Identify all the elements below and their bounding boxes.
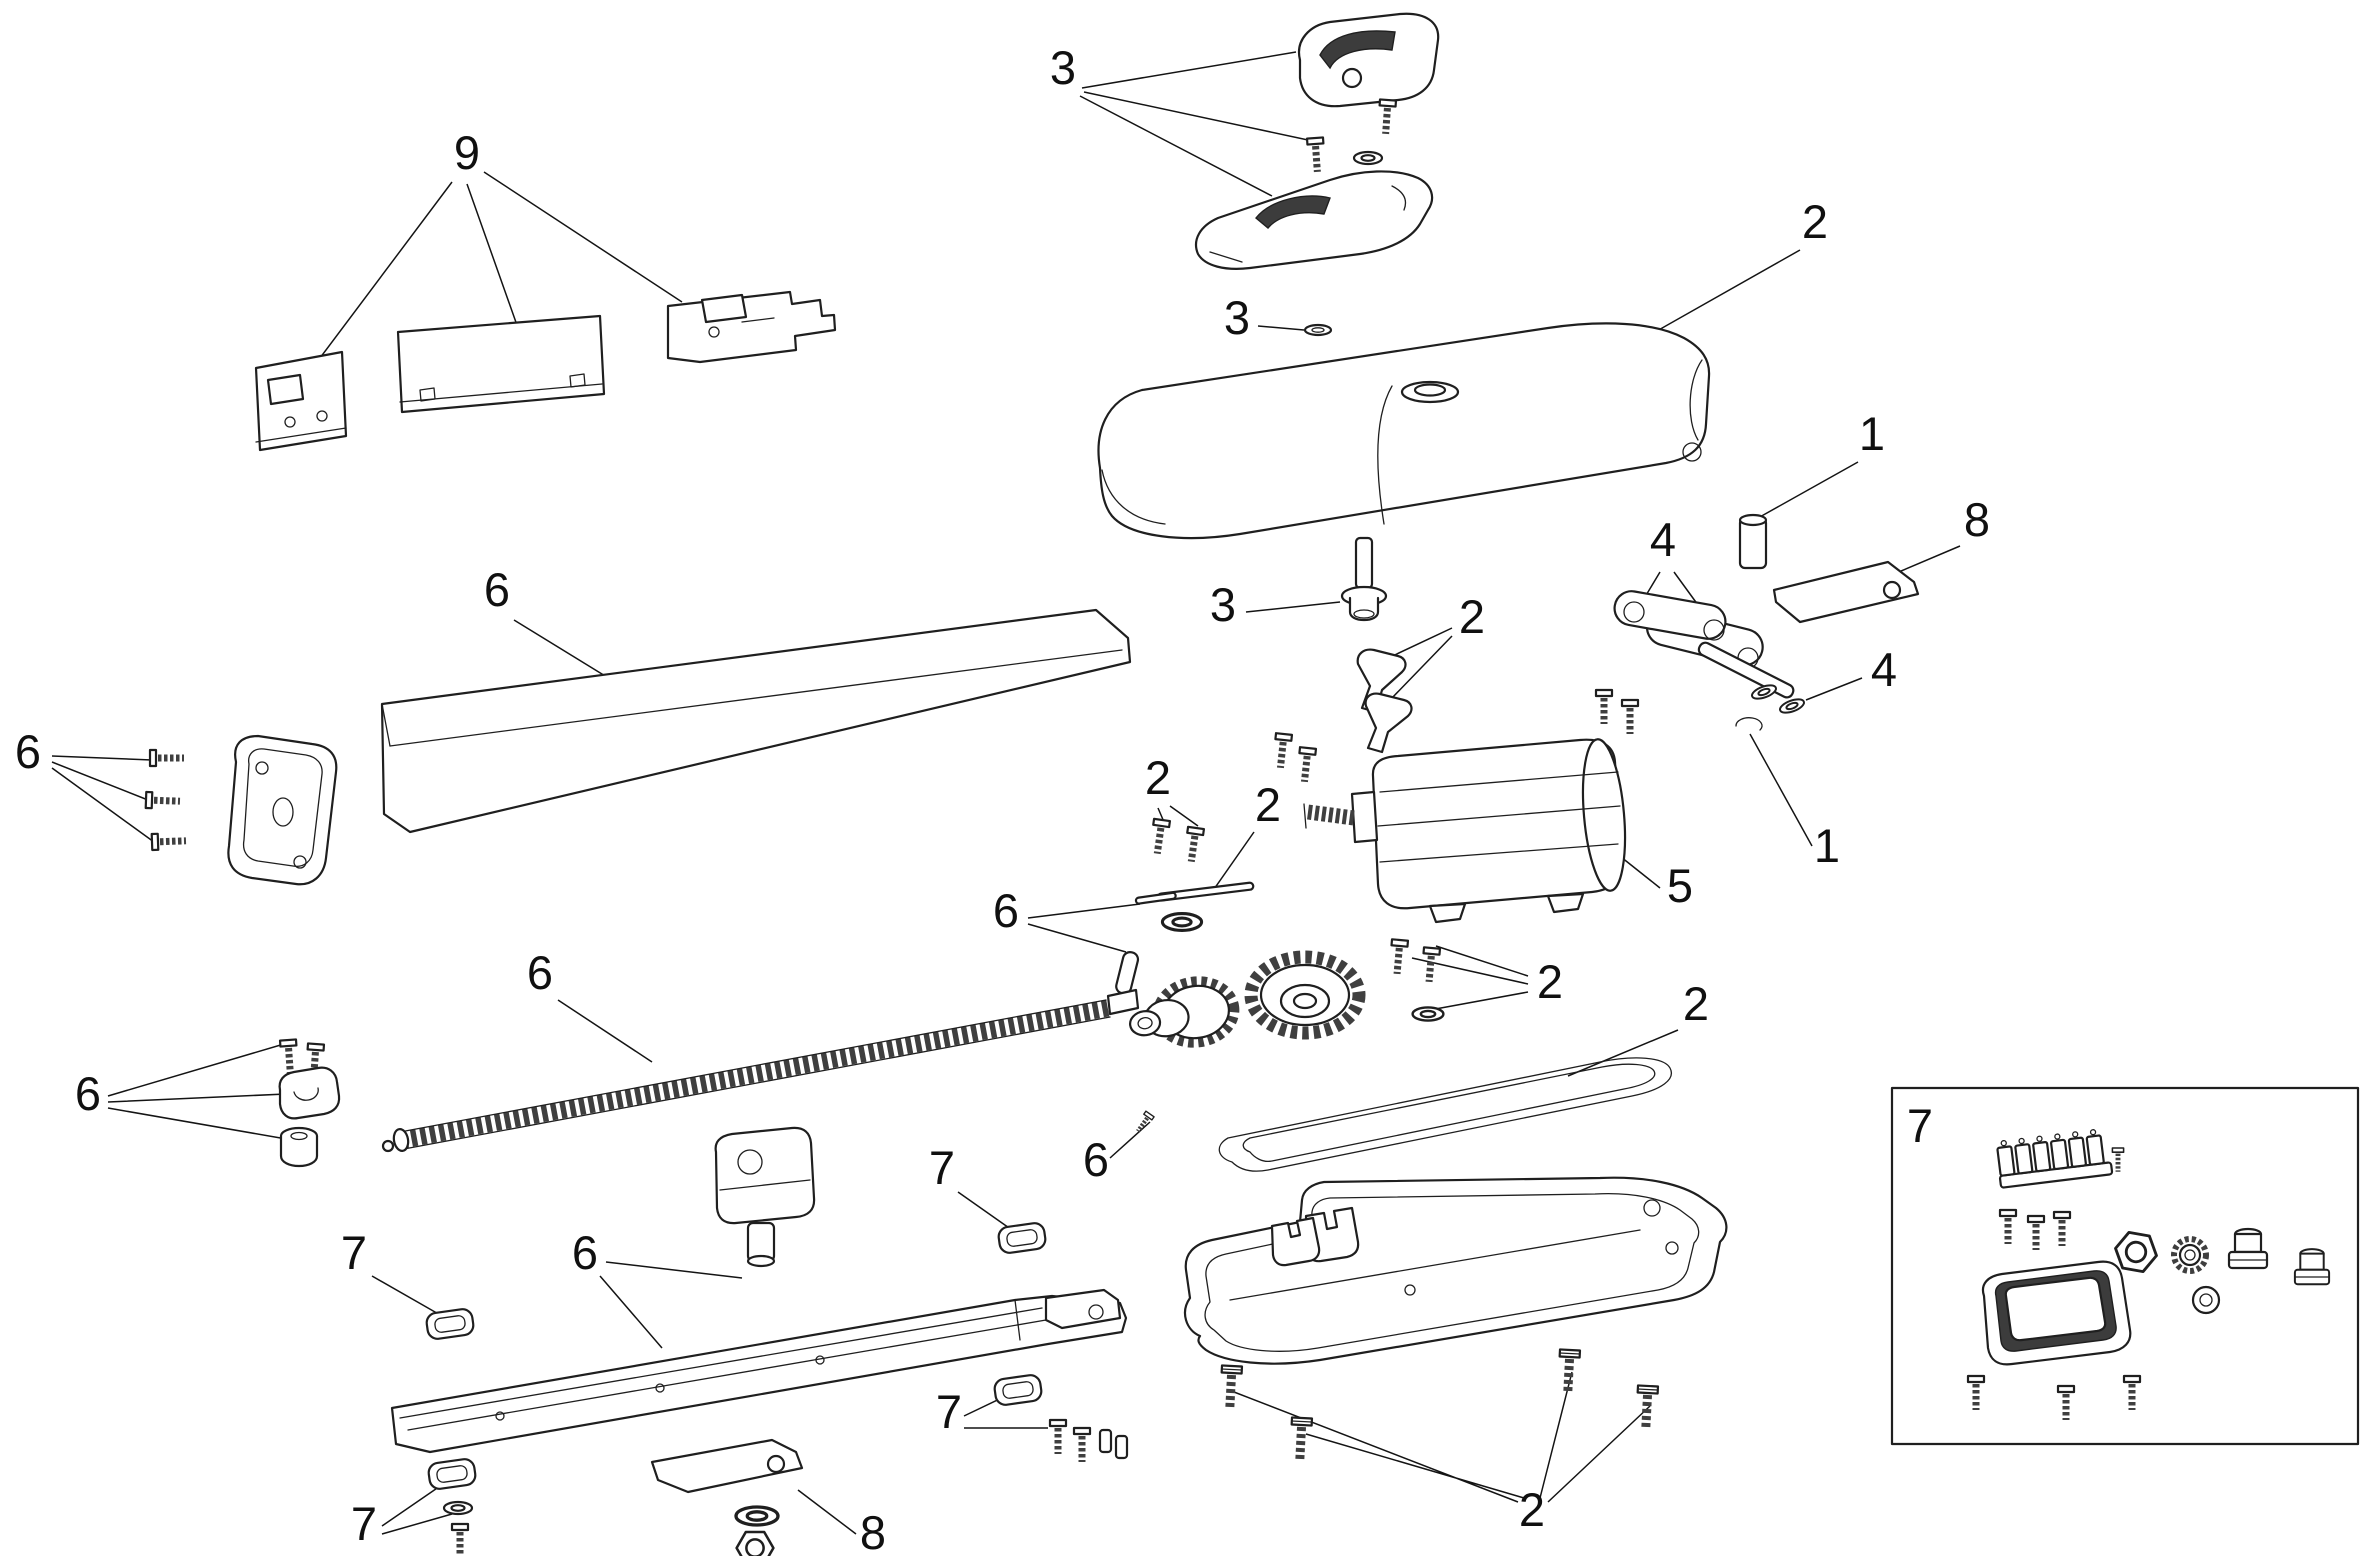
part-end-cap bbox=[146, 734, 338, 886]
callout-2-release-levers: 2 bbox=[1459, 590, 1485, 643]
callout-6-grub-screw: 6 bbox=[1083, 1133, 1109, 1186]
callout-4-fork-arm: 4 bbox=[1650, 513, 1676, 566]
part-gasket bbox=[1218, 1057, 1672, 1172]
callout-8-plate-top: 8 bbox=[1964, 493, 1990, 546]
part-motor-cover bbox=[1097, 322, 1711, 622]
callout-7-inset: 7 bbox=[1907, 1099, 1933, 1152]
callout-6-gear-pin: 6 bbox=[993, 884, 1019, 937]
callout-7-cap-lower: 7 bbox=[936, 1385, 962, 1438]
callout-5-motor: 5 bbox=[1667, 859, 1693, 912]
part-plate-top bbox=[1772, 560, 1920, 624]
callout-3-flange-nut: 3 bbox=[1210, 578, 1236, 631]
callout-7-cap-bottom: 7 bbox=[351, 1497, 377, 1550]
part-release-lever-top bbox=[1297, 12, 1440, 173]
callout-2-base-screws: 2 bbox=[1519, 1483, 1545, 1536]
part-oring-small bbox=[1303, 323, 1333, 337]
part-cap-upper bbox=[996, 1220, 1048, 1256]
callout-1-pin: 1 bbox=[1859, 407, 1885, 460]
callout-3-oring: 3 bbox=[1224, 291, 1250, 344]
callout-8-plate-bottom: 8 bbox=[860, 1506, 886, 1556]
callout-2-screws-mid: 2 bbox=[1537, 955, 1563, 1008]
part-nut-block bbox=[714, 1126, 816, 1268]
callout-7-cap-upper: 7 bbox=[929, 1141, 955, 1194]
part-clevis-fork bbox=[1596, 590, 1807, 734]
part-cable-gland-2 bbox=[2293, 1248, 2331, 1286]
part-top-cover bbox=[380, 608, 1132, 834]
part-screws-upper bbox=[1149, 819, 1204, 863]
part-limit-switch-set bbox=[254, 290, 837, 452]
callout-labels: 9 3 2 3 1 8 4 3 2 6 4 6 2 2 1 5 6 2 6 2 … bbox=[15, 41, 1990, 1556]
part-base-screws bbox=[1220, 1349, 1658, 1462]
callout-6-top-cover: 6 bbox=[484, 563, 510, 616]
callout-7-cap-left: 7 bbox=[341, 1226, 367, 1279]
callout-1-circlip: 1 bbox=[1814, 819, 1840, 872]
part-cap-left bbox=[424, 1306, 476, 1342]
part-release-pawls bbox=[1272, 648, 1413, 783]
part-gasket-tray bbox=[1981, 1260, 2132, 1366]
part-base-housing bbox=[1183, 1176, 1728, 1365]
callout-6-clamp-set: 6 bbox=[75, 1067, 101, 1120]
inset-part7-box bbox=[1890, 1086, 2360, 1446]
part-cap-lower-cluster bbox=[992, 1372, 1129, 1462]
callout-2-gasket: 2 bbox=[1683, 977, 1709, 1030]
callout-9: 9 bbox=[454, 126, 480, 179]
part-ring-nut bbox=[2171, 1236, 2221, 1315]
callout-2-screws-upper: 2 bbox=[1145, 751, 1171, 804]
callout-6-end-cap: 6 bbox=[15, 725, 41, 778]
callout-2-pin-rod: 2 bbox=[1255, 778, 1281, 831]
part-cable-gland bbox=[2227, 1227, 2269, 1270]
part-release-cover bbox=[1194, 170, 1434, 270]
part-screws-mid bbox=[1389, 939, 1445, 1022]
part-bracket-rail bbox=[390, 1288, 1128, 1454]
part-plate-bottom bbox=[650, 1438, 804, 1556]
part-clamp-set bbox=[280, 1039, 341, 1168]
part-gear-train bbox=[1115, 891, 1366, 1134]
callout-6-rail: 6 bbox=[572, 1226, 598, 1279]
callout-2-motor-cover: 2 bbox=[1802, 195, 1828, 248]
part-motor bbox=[1303, 738, 1627, 924]
callout-6-worm-screw: 6 bbox=[527, 946, 553, 999]
part-cylinder-pin bbox=[1738, 513, 1768, 570]
callout-4-bushing: 4 bbox=[1871, 643, 1897, 696]
part-worm-screw bbox=[381, 988, 1140, 1153]
part-terminal-block bbox=[1996, 1129, 2114, 1189]
part-cap-bottom-cluster bbox=[426, 1456, 478, 1556]
callout-3-release-covers: 3 bbox=[1050, 41, 1076, 94]
